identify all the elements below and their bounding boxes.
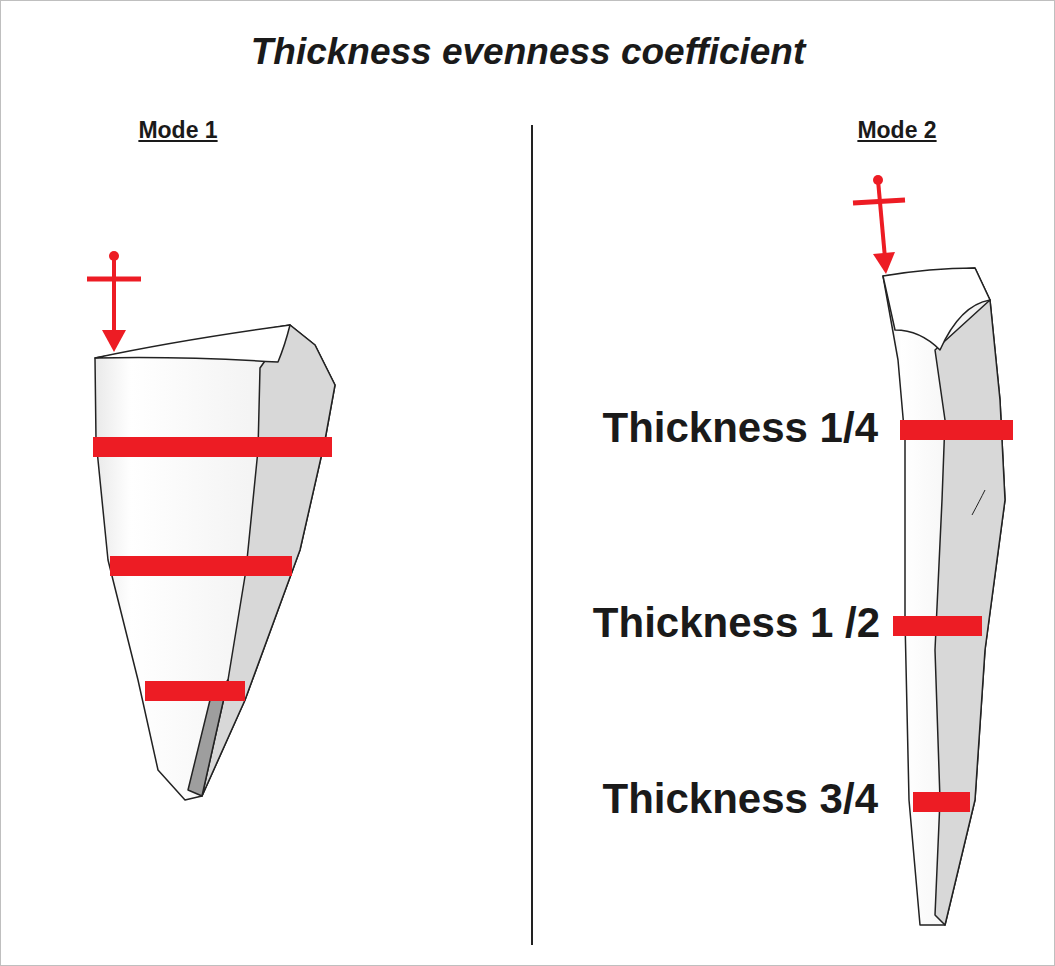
measurement-label: Thickness 3/4 bbox=[603, 776, 878, 822]
diagram-title: Thickness evenness coefficient bbox=[251, 32, 806, 73]
measurement-label: Thickness 1 /2 bbox=[593, 600, 880, 646]
percussion-arrow-2 bbox=[853, 175, 905, 274]
mode-heading: Mode 1 bbox=[138, 118, 217, 143]
flake-mode-1 bbox=[93, 325, 335, 800]
divider-line bbox=[531, 125, 533, 945]
percussion-arrow-1 bbox=[87, 251, 141, 352]
mode-heading: Mode 2 bbox=[857, 118, 936, 143]
measurement-label: Thickness 1/4 bbox=[603, 405, 878, 451]
flake-mode-2 bbox=[883, 268, 1013, 925]
